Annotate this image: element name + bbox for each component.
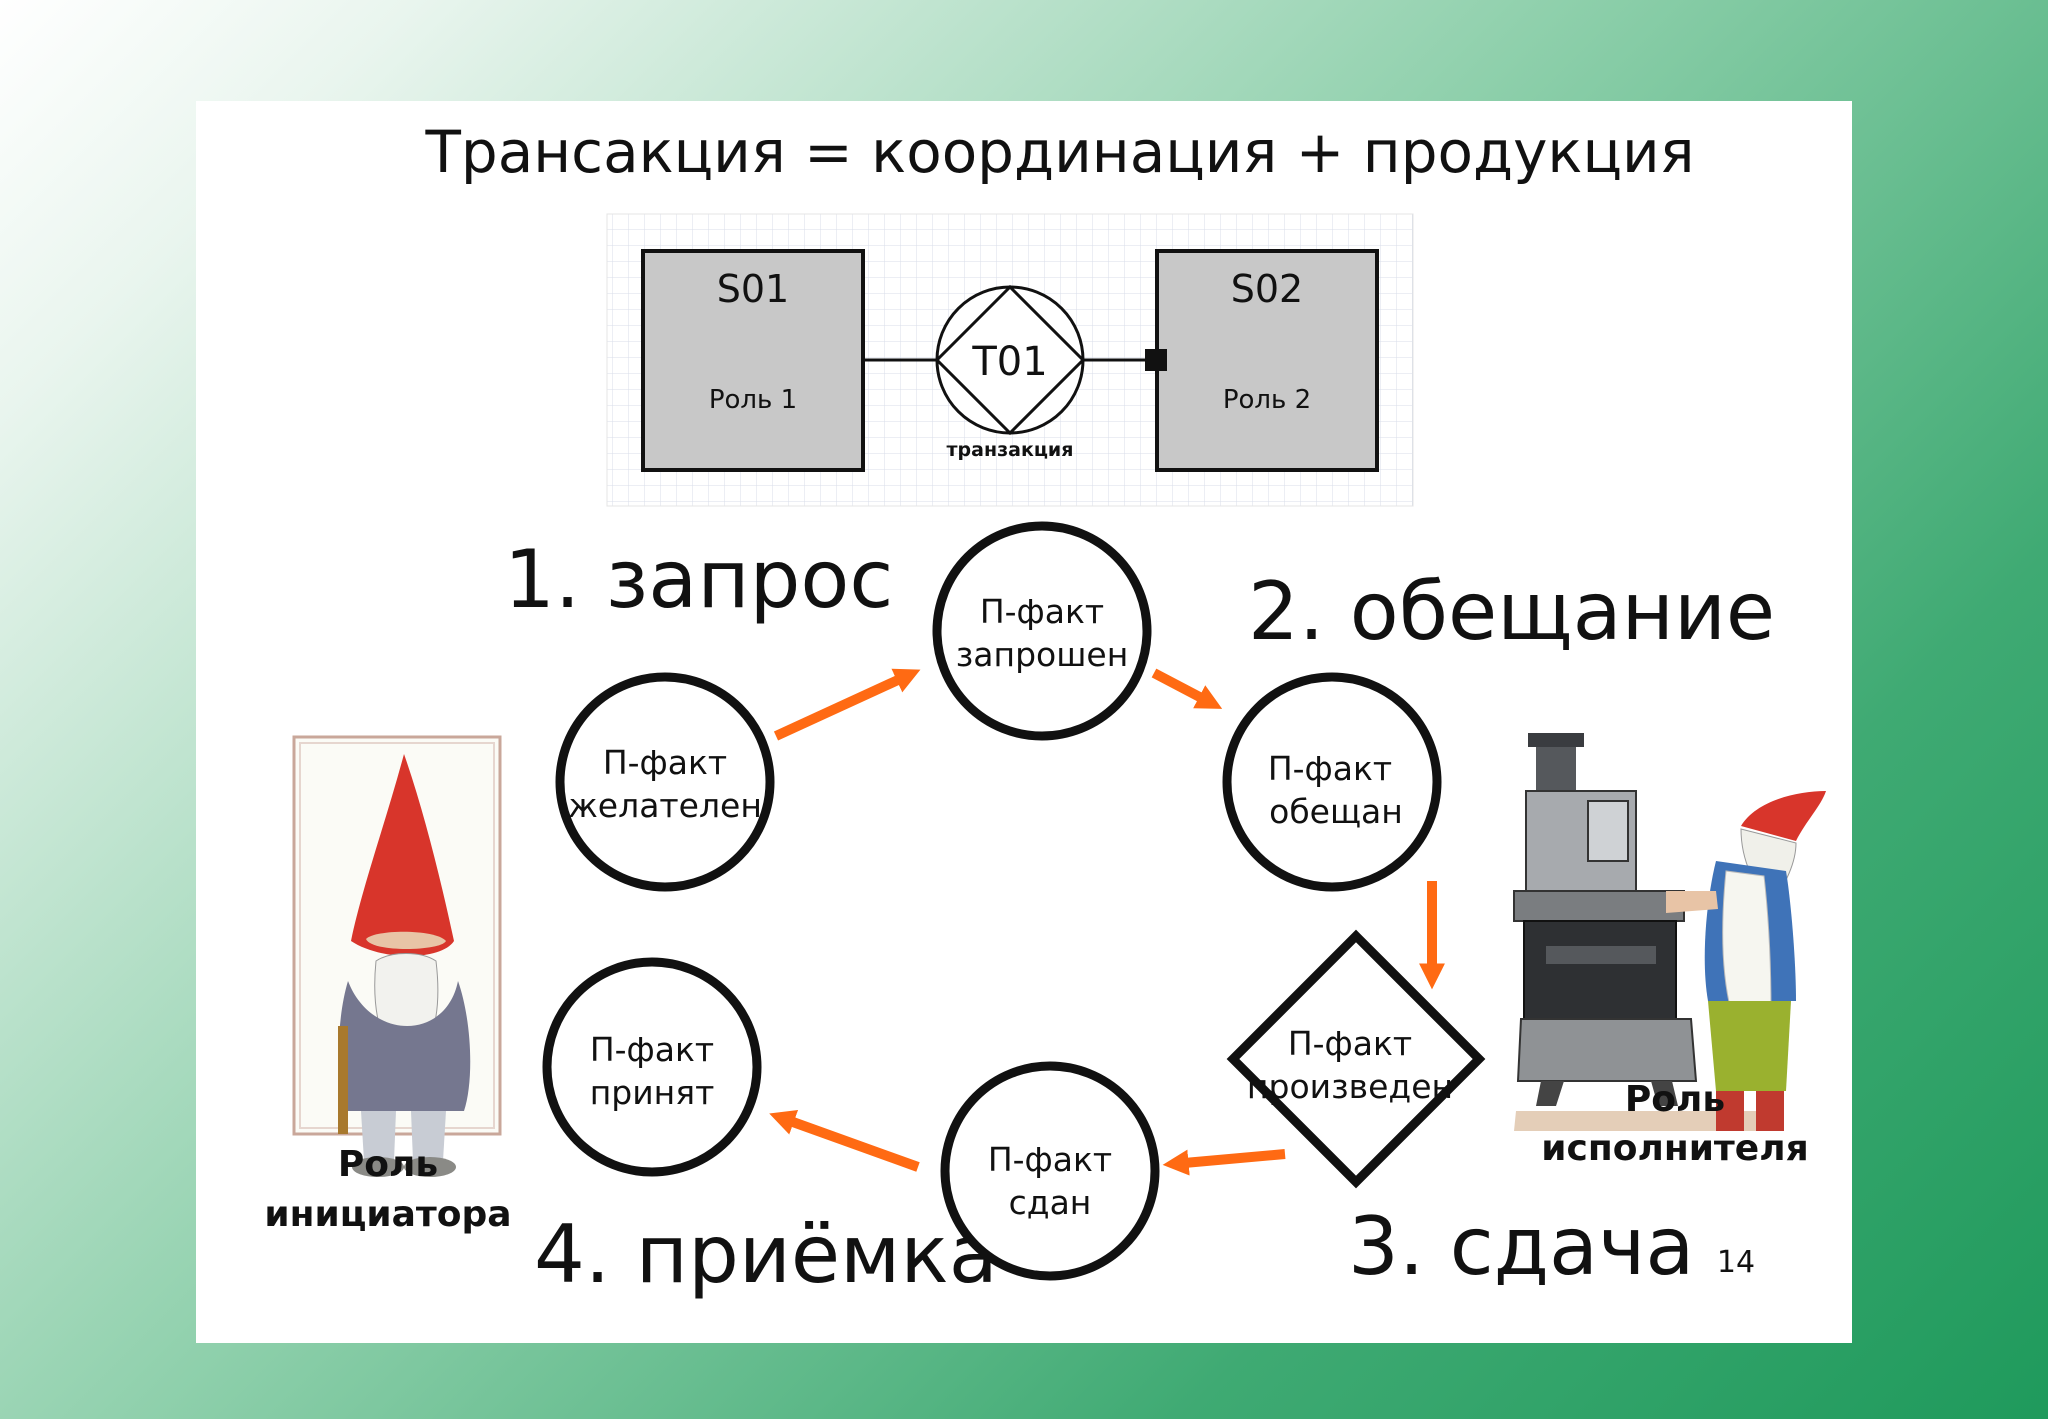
fact-produced-line2: произведен <box>1247 1067 1453 1106</box>
actor-role-label-2: Роль 2 <box>1223 385 1311 415</box>
arrow-requested-to-promised <box>1151 668 1223 709</box>
page-number: 14 <box>1717 1245 1755 1280</box>
slide-title: Трансакция = координация + продукция <box>424 118 1694 186</box>
fact-desired-node: П-факт желателен <box>555 672 775 892</box>
fact-accepted-line1: П-факт <box>590 1030 714 1069</box>
executor-role-line1: Роль <box>1625 1079 1725 1120</box>
fact-desired-line2: желателен <box>568 786 762 825</box>
initiator-gnome-illustration <box>292 735 502 1177</box>
step-request-label: 1. запрос <box>504 533 893 626</box>
fact-stated-line2: сдан <box>1009 1183 1092 1222</box>
fact-requested-line1: П-факт <box>980 592 1104 631</box>
arrow-desired-to-requested <box>773 668 921 741</box>
actor-code-s01: S01 <box>717 267 789 311</box>
fact-accepted-node: П-факт принят <box>542 957 762 1177</box>
actor-code-s02: S02 <box>1231 267 1303 311</box>
flow-arrows <box>769 668 1445 1176</box>
fact-accepted-line2: принят <box>590 1073 715 1112</box>
actor-role-s01: S01 Роль 1 <box>641 249 865 472</box>
fact-promised-line2: обещан <box>1269 792 1403 831</box>
executor-link-square <box>1145 349 1167 371</box>
actor-role-label-1: Роль 1 <box>709 385 797 415</box>
transaction-symbol-t01: T01 <box>934 284 1086 436</box>
fact-promised-line1: П-факт <box>1268 749 1392 788</box>
step-accept-label: 4. приёмка <box>534 1208 998 1301</box>
actor-transaction-model: S01 Роль 1 S02 Роль 2 T01 транзакция <box>606 213 1414 507</box>
fact-requested-line2: запрошен <box>956 635 1129 674</box>
step-promise-label: 2. обещание <box>1248 565 1775 658</box>
step-state-label: 3. сдача <box>1348 1200 1694 1293</box>
initiator-role-line1: Роль <box>338 1144 438 1185</box>
transaction-caption: транзакция <box>947 439 1074 461</box>
fact-stated-node: П-факт сдан <box>940 1061 1160 1281</box>
fact-requested-node: П-факт запрошен <box>932 521 1152 741</box>
initiator-role-line2: инициатора <box>264 1194 511 1235</box>
arrow-produced-to-stated <box>1162 1149 1286 1176</box>
arrow-stated-to-accepted <box>769 1110 920 1172</box>
slide: Трансакция = координация + продукция S01… <box>196 101 1852 1343</box>
fact-stated-line1: П-факт <box>988 1140 1112 1179</box>
fact-promised-node: П-факт обещан <box>1222 672 1442 892</box>
fact-produced-node: П-факт произведен <box>1226 929 1486 1189</box>
transaction-code: T01 <box>971 339 1047 385</box>
fact-produced-line1: П-факт <box>1288 1024 1412 1063</box>
executor-gnome-stove-illustration <box>1513 733 1826 1131</box>
diagram-canvas: Трансакция = координация + продукция S01… <box>264 118 1826 1301</box>
fact-desired-line1: П-факт <box>603 743 727 782</box>
actor-role-s02: S02 Роль 2 <box>1155 249 1379 472</box>
executor-role-line2: исполнителя <box>1541 1128 1808 1169</box>
